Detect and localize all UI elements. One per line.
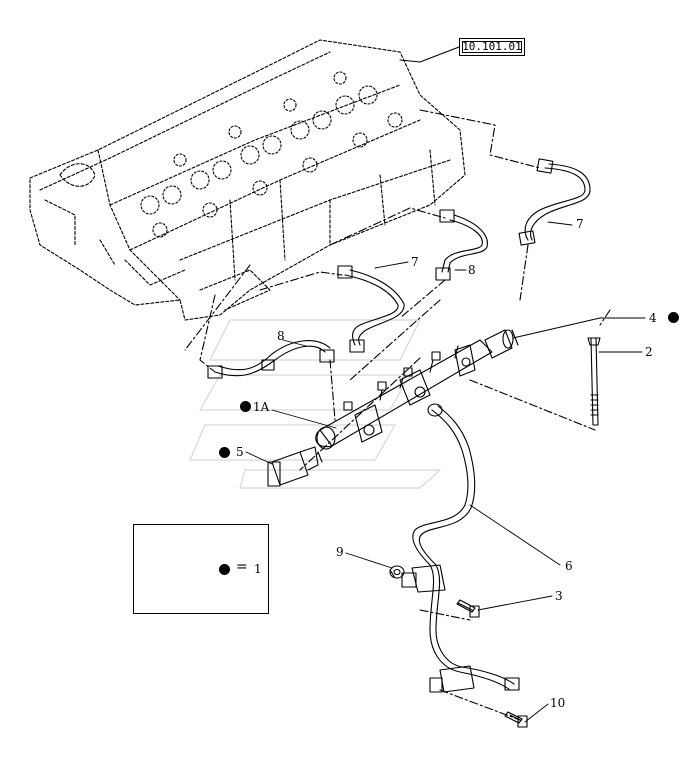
injector-pipe-7-upper xyxy=(518,158,591,246)
callout-8-upper: 8 xyxy=(468,263,476,277)
kit-bullet-icon xyxy=(219,564,230,575)
common-rail xyxy=(315,339,493,450)
cylinder-head xyxy=(29,39,466,321)
reference-box: 10.101.01 xyxy=(459,38,525,56)
callout-5: 5 xyxy=(236,445,244,459)
callout-6: 6 xyxy=(565,559,573,573)
screw-10 xyxy=(504,711,528,728)
sealing-washer xyxy=(389,565,405,579)
injector-pipe-8-left xyxy=(207,340,335,379)
kit-bullet-icon-4 xyxy=(668,312,679,323)
callout-3: 3 xyxy=(555,589,563,603)
callout-8-left: 8 xyxy=(277,329,285,343)
kit-equals: = xyxy=(236,559,248,575)
callout-2: 2 xyxy=(645,345,653,359)
assembly-lines xyxy=(184,109,611,721)
kit-legend xyxy=(133,524,269,614)
stud-bolt xyxy=(587,337,601,426)
watermark-logo xyxy=(189,319,441,489)
screw-3 xyxy=(456,599,480,618)
pressure-limiter-valve xyxy=(484,329,519,359)
callout-1a: 1A xyxy=(253,400,270,414)
kit-bullet-icon-5 xyxy=(219,447,230,458)
callout-7-upper: 7 xyxy=(576,217,584,231)
rail-pressure-sensor xyxy=(267,446,323,487)
callout-4: 4 xyxy=(649,311,657,325)
callout-leaders xyxy=(245,221,646,723)
reference-leader xyxy=(399,46,460,63)
callout-9: 9 xyxy=(336,545,344,559)
callout-10: 10 xyxy=(550,696,566,710)
head-valve-seats xyxy=(140,71,403,238)
callout-7-middle: 7 xyxy=(411,255,419,269)
injector-pipe-7-middle xyxy=(337,265,405,353)
supply-pipe xyxy=(401,403,520,693)
injector-pipe-8-upper xyxy=(435,209,488,281)
kit-number: 1 xyxy=(254,562,262,576)
kit-bullet-icon-1a xyxy=(240,401,251,412)
